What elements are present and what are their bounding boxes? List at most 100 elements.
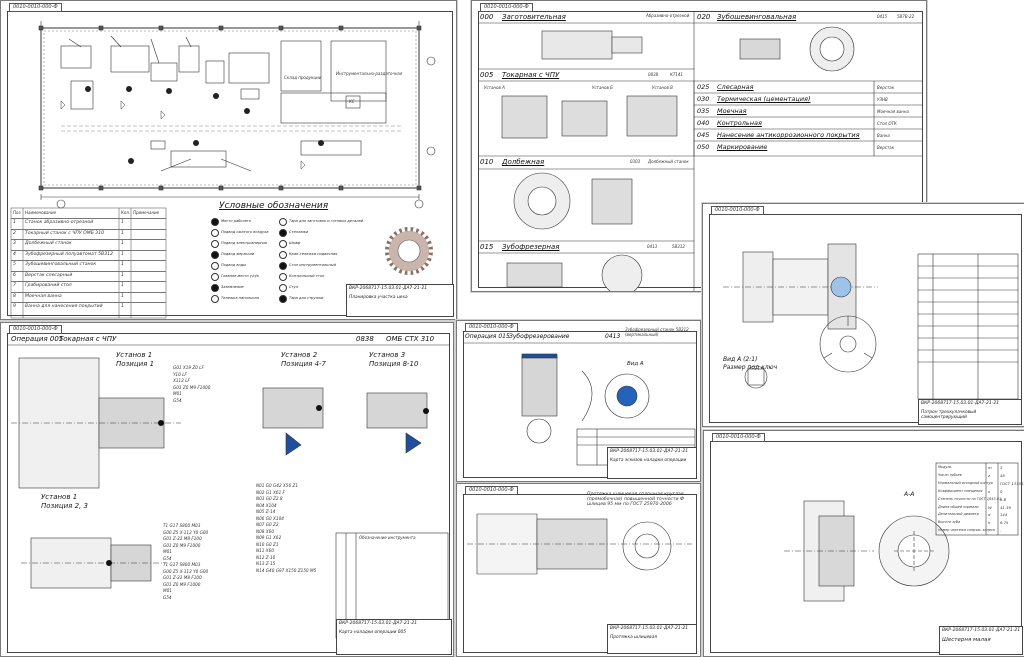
param-sym: h: [988, 520, 991, 526]
drawing-name: Протяжка шлицевая: [610, 635, 657, 640]
legend-item: Подвод сжатого воздуха: [221, 230, 269, 234]
op-000-code: 000: [480, 13, 494, 21]
room-warehouse: Склад продукции: [284, 75, 322, 80]
gear-tooth: [401, 227, 406, 233]
program-line: G00 Z5 X-112 Y0 G00: [163, 568, 209, 574]
legend-item: Контрольный стол: [289, 274, 325, 278]
op-code: 030: [697, 95, 710, 103]
program-line: N05 Z-14: [256, 509, 276, 514]
gear-tooth: [385, 254, 391, 259]
program-line: N06 G0 X104: [256, 515, 284, 521]
param-val: 48: [1000, 472, 1005, 478]
param-val: -: [1000, 528, 1002, 534]
legend-symbol: [279, 284, 287, 292]
program-line: T1 G17 S800 M03: [163, 523, 201, 528]
gear-tooth: [422, 232, 428, 238]
drawing-name: Патрон трехкулачковый самоцентрирующий: [921, 410, 977, 420]
cnc-setups: [7, 344, 450, 639]
equipment-name: Грабирований стол: [25, 283, 72, 288]
param-sym: x: [988, 488, 991, 494]
param-name: Коэффициент смещения: [938, 488, 983, 493]
col-qty: Кол.: [121, 210, 131, 215]
program-line: G01 Z0 M9 F1000: [163, 542, 201, 548]
cnc-setup-sheet: 0010-0010-000-Ф Операция: [0, 322, 454, 657]
equipment-qty: 1: [121, 272, 124, 278]
title-block: ВКР-2068717-15.03.01-ДА7-21-21 Карта эск…: [607, 447, 697, 479]
equipment-name: Ванна для нанесения покрытий: [25, 304, 103, 309]
equipment-name: Зубофрезерный полуавтомат 5В312: [25, 251, 113, 257]
op-label: Операция 015: [465, 333, 510, 340]
op-010-num: 0303: [630, 159, 641, 164]
program-line: X112 LF: [173, 378, 190, 383]
legend-symbol: [211, 218, 219, 226]
drawing-name: Карта наладки операции 005: [339, 630, 406, 635]
gear-tooth: [385, 243, 391, 248]
room-tools: Инструментально-раздаточная: [336, 71, 403, 76]
col-pos: Поз: [13, 210, 21, 215]
op-num: 0838: [356, 335, 374, 343]
op-num: 0413: [605, 333, 621, 340]
program-line: N01 G0 G42 X56 Z1: [256, 483, 298, 488]
row-divider: [11, 239, 166, 240]
param-sym: m: [988, 465, 992, 470]
program-line: G54: [163, 555, 172, 561]
gear-tooth: [427, 254, 433, 259]
legend-item: Тара для заготовок и готовых деталей: [289, 219, 364, 223]
op-label: Операция 005: [11, 335, 64, 343]
op-code: 025: [697, 83, 710, 91]
op-015-num: 0413: [647, 244, 658, 249]
gear-tooth: [429, 249, 433, 253]
operations-grid: [478, 11, 923, 291]
drawing-code: ВКР-2068717-15.03.01-ДА7-21-21: [339, 621, 418, 626]
equipment-pos: 4: [13, 251, 16, 257]
setup-b: Установ Б: [592, 85, 613, 90]
row-divider: [11, 260, 166, 261]
op-equip: Моечная ванна: [877, 109, 909, 114]
gear-tooth: [401, 269, 406, 275]
machine: ОМБ СТХ 310: [386, 335, 435, 343]
equipment-qty: 1: [121, 230, 124, 236]
op-005-num: 0838: [648, 72, 659, 77]
param-name: Степень точности по ГОСТ 1643-81: [938, 496, 1002, 501]
sheet-tag: 0010-0010-000-Ф: [480, 3, 533, 12]
setup2-pos: Позиция 4-7: [281, 360, 327, 368]
program-line: M01: [173, 391, 182, 396]
program-line: M01: [163, 549, 172, 554]
sheet-tag: 0010-0010-000-Ф: [9, 325, 62, 334]
drawing-name: Планировка участка цеха: [349, 295, 408, 300]
equipment-qty: 1: [121, 293, 124, 299]
op-010-code: 010: [480, 158, 494, 166]
op-code: 045: [697, 131, 710, 139]
gear-tooth: [387, 237, 393, 243]
setup3-label: Установ 3: [369, 351, 406, 359]
legend-item: Стеллажи: [289, 230, 309, 234]
gear-tooth: [425, 259, 431, 265]
equipment-name: Моечная ванна: [25, 293, 62, 299]
title-block: ВКР-2068717-15.03.01-ДА7-21-21 Протяжка …: [607, 624, 697, 654]
gear-tooth: [390, 264, 396, 270]
param-val: 3: [1000, 465, 1003, 470]
equipment-name: Станок абразивно-отрезной: [25, 220, 94, 225]
program-line: N13 Z-15: [256, 561, 276, 566]
legend-symbol: [279, 229, 287, 237]
param-sym: z: [988, 472, 990, 478]
sheet-tag: 0010-0010-000-Ф: [465, 486, 518, 495]
broach-sheet: 0010-0010-000-Ф Протяжка шлицевая сплошн…: [456, 483, 701, 657]
op-015-model: 5В312: [672, 244, 685, 249]
program-line: N11 X60: [256, 548, 274, 553]
drawing-code: ВКР-2068717-15.03.01-ДА7-21-21: [610, 449, 689, 454]
param-name: Число зубьев: [938, 472, 962, 477]
param-val: 0: [1000, 488, 1003, 494]
broach-drawing: [467, 513, 692, 575]
sheet-tag: 0010-0010-000-Ф: [712, 433, 765, 442]
drawing-name: Карта эскизов наладки операции: [610, 458, 687, 463]
part-drawing: [784, 462, 1019, 602]
room-ks: КС: [349, 99, 355, 104]
sheet-frame: [463, 331, 697, 478]
param-sym: -: [988, 528, 990, 534]
param-sym: -: [988, 480, 990, 486]
op-020-model: 5В7В-22: [897, 14, 915, 19]
param-sym: -: [988, 496, 990, 502]
equipment-pos: 8: [13, 293, 16, 299]
